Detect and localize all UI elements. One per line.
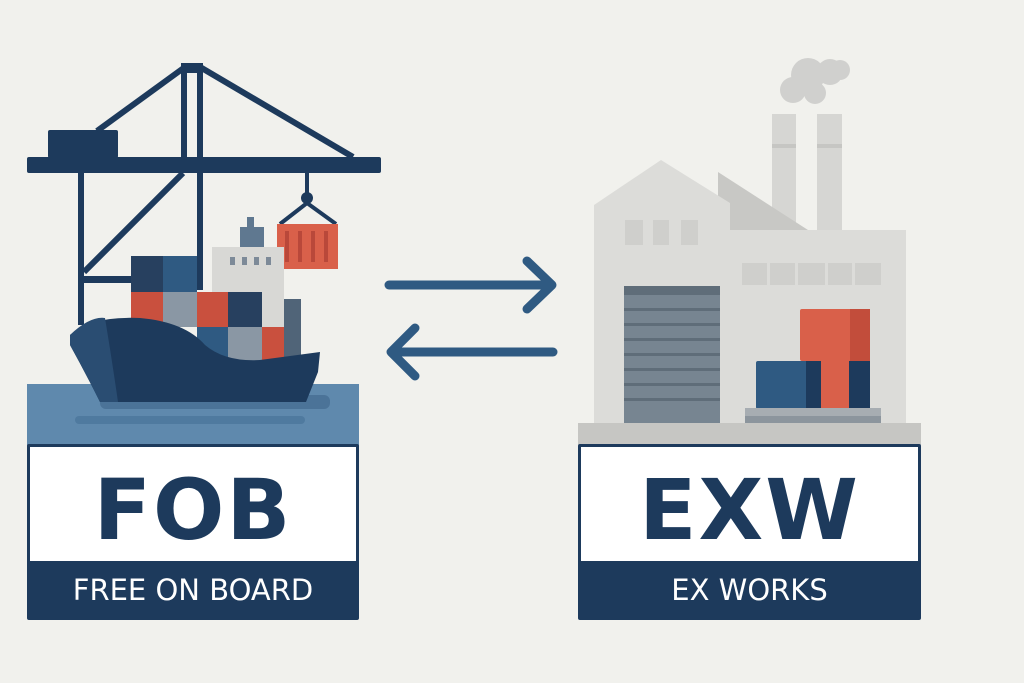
loading-door [624,286,720,423]
exw-card: EXW EX WORKS [578,444,921,620]
exw-name: EX WORKS [581,561,918,617]
hanging-container-icon [277,224,338,269]
fob-card: FOB FREE ON BOARD [27,444,359,620]
fob-code: FOB [93,461,293,559]
fob-name: FREE ON BOARD [30,561,356,617]
port-crane-icon [27,63,381,325]
exw-code: EXW [639,461,860,559]
cargo-ship-icon [70,217,320,402]
boxes-on-pallet-icon [745,309,881,425]
factory-icon [578,58,921,445]
exchange-arrows-icon [384,256,558,381]
